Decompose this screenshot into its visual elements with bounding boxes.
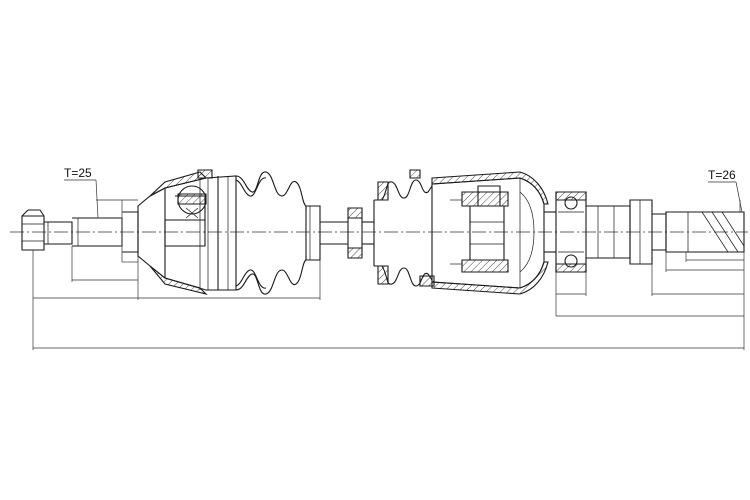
dimension-lines: [32, 199, 745, 350]
label-leaders: [64, 179, 743, 219]
right-teeth-label: T=26: [708, 168, 736, 182]
inner-boot: [373, 169, 435, 287]
left-teeth-label: T=25: [64, 166, 92, 180]
left-stub-shaft: [21, 209, 139, 253]
outer-boot: [235, 171, 321, 295]
right-stub-shaft: [544, 191, 745, 273]
main-shaft: [320, 207, 374, 259]
inner-tripod-joint: [431, 171, 549, 295]
